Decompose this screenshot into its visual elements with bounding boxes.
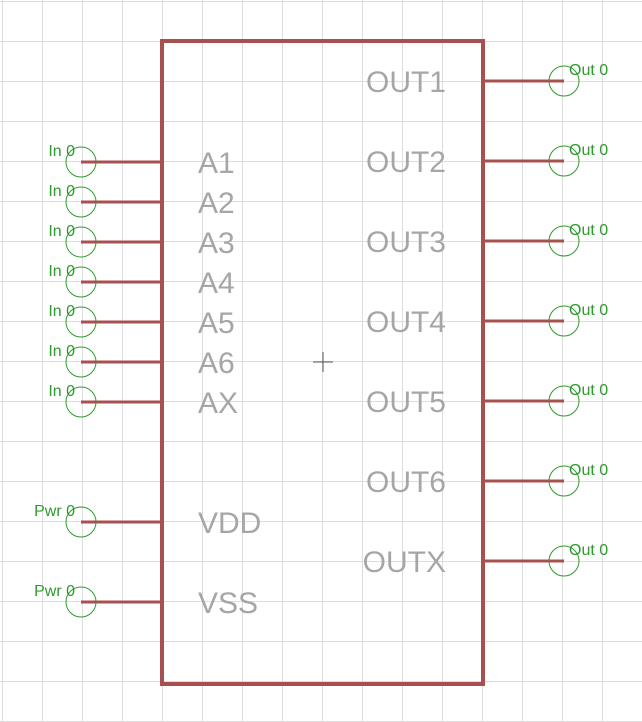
pin-name-label: OUTX: [363, 546, 446, 579]
pin-type-label: In 0: [48, 183, 75, 200]
pin-origin-circle[interactable]: [548, 305, 580, 337]
pin-origin-circle[interactable]: [548, 145, 580, 177]
pin-type-label: Out 0: [569, 462, 608, 479]
pin-type-label: In 0: [48, 143, 75, 160]
pin-type-label: In 0: [48, 343, 75, 360]
pin-origin-circle[interactable]: [65, 506, 97, 538]
pin-name-label: A5: [198, 307, 235, 340]
cursor-crosshair: [313, 352, 333, 372]
pin-a1[interactable]: In 0 A1: [48, 143, 234, 180]
pin-origin-circle[interactable]: [548, 465, 580, 497]
pin-type-label: Out 0: [569, 302, 608, 319]
pin-out2[interactable]: Out 0 OUT2: [366, 142, 608, 179]
pin-name-label: A3: [198, 227, 235, 260]
pin-origin-circle[interactable]: [65, 346, 97, 378]
pin-name-label: OUT1: [366, 66, 446, 99]
pin-name-label: A2: [198, 187, 235, 220]
pin-out5[interactable]: Out 0 OUT5: [366, 382, 608, 419]
pin-vss[interactable]: Pwr 0 VSS: [34, 583, 258, 620]
pin-out4[interactable]: Out 0 OUT4: [366, 302, 608, 339]
pin-type-label: Out 0: [569, 62, 608, 79]
pin-out1[interactable]: Out 0 OUT1: [366, 62, 608, 99]
pin-origin-circle[interactable]: [548, 545, 580, 577]
pin-origin-circle[interactable]: [65, 226, 97, 258]
pin-origin-circle[interactable]: [65, 146, 97, 178]
pin-a5[interactable]: In 0 A5: [48, 303, 234, 340]
pin-type-label: Out 0: [569, 142, 608, 159]
pin-vdd[interactable]: Pwr 0 VDD: [34, 503, 261, 540]
pin-name-label: VSS: [198, 587, 258, 620]
pin-name-label: AX: [198, 387, 238, 420]
pin-type-label: Out 0: [569, 542, 608, 559]
pin-out3[interactable]: Out 0 OUT3: [366, 222, 608, 259]
pin-type-label: Pwr 0: [34, 503, 75, 520]
pin-type-label: In 0: [48, 263, 75, 280]
pin-name-label: A1: [198, 147, 235, 180]
pin-outx[interactable]: Out 0 OUTX: [363, 542, 609, 579]
pin-type-label: In 0: [48, 303, 75, 320]
pin-a6[interactable]: In 0 A6: [48, 343, 234, 380]
pin-origin-circle[interactable]: [65, 306, 97, 338]
pin-a3[interactable]: In 0 A3: [48, 223, 234, 260]
pin-origin-circle[interactable]: [548, 225, 580, 257]
pin-name-label: OUT4: [366, 306, 446, 339]
pin-name-label: OUT5: [366, 386, 446, 419]
pin-origin-circle[interactable]: [65, 186, 97, 218]
pin-type-label: Out 0: [569, 222, 608, 239]
pin-origin-circle[interactable]: [65, 586, 97, 618]
pin-type-label: In 0: [48, 223, 75, 240]
pin-type-label: Pwr 0: [34, 583, 75, 600]
pin-origin-circle[interactable]: [548, 65, 580, 97]
pin-out6[interactable]: Out 0 OUT6: [366, 462, 608, 499]
pin-name-label: OUT2: [366, 146, 446, 179]
pin-ax[interactable]: In 0 AX: [48, 383, 238, 420]
pin-a4[interactable]: In 0 A4: [48, 263, 234, 300]
pin-name-label: VDD: [198, 507, 261, 540]
pin-origin-circle[interactable]: [65, 266, 97, 298]
pin-type-label: In 0: [48, 383, 75, 400]
pin-name-label: A4: [198, 267, 235, 300]
pin-origin-circle[interactable]: [548, 385, 580, 417]
pin-a2[interactable]: In 0 A2: [48, 183, 234, 220]
pin-name-label: A6: [198, 347, 235, 380]
pin-name-label: OUT6: [366, 466, 446, 499]
pin-type-label: Out 0: [569, 382, 608, 399]
pin-origin-circle[interactable]: [65, 386, 97, 418]
pin-name-label: OUT3: [366, 226, 446, 259]
